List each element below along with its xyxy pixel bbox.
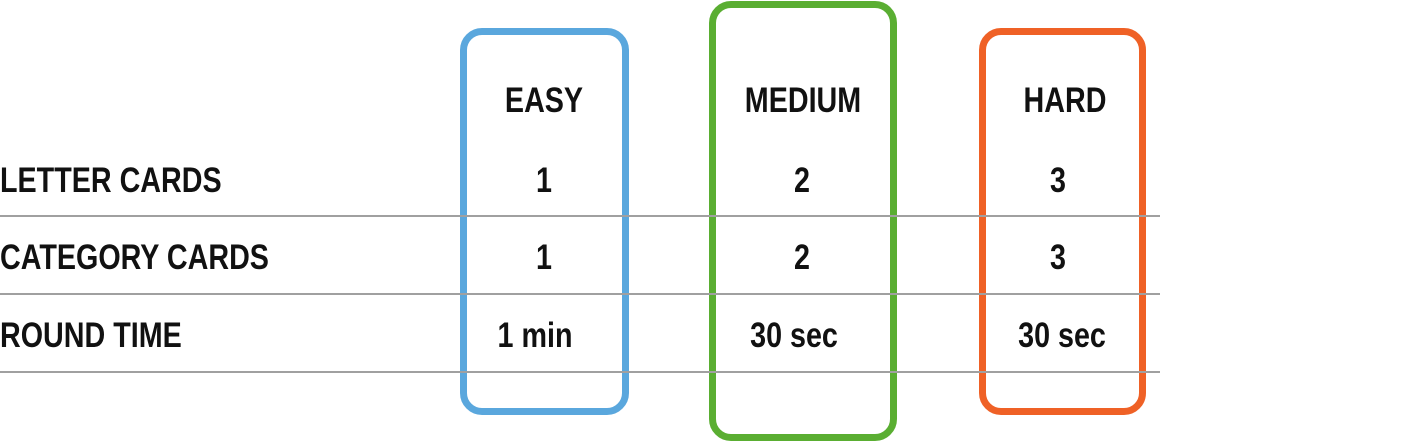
row-label-category-cards: CATEGORY CARDS (0, 238, 269, 277)
row-divider (0, 371, 1160, 373)
row-label-letter-cards: LETTER CARDS (0, 161, 222, 200)
row-label-round-time: ROUND TIME (0, 316, 182, 355)
cell: 1 (536, 161, 552, 200)
cell: 2 (794, 161, 810, 200)
cell: 30 sec (1018, 316, 1106, 355)
cell: 2 (794, 238, 810, 277)
cell: 30 sec (750, 316, 838, 355)
cell: 3 (1050, 161, 1066, 200)
medium-column-frame (709, 1, 897, 441)
hard-column-frame (979, 28, 1146, 415)
header-medium: MEDIUM (744, 81, 862, 120)
header-easy: EASY (504, 81, 584, 120)
header-hard: HARD (1023, 81, 1107, 120)
cell: 1 min (497, 316, 573, 355)
row-divider (0, 215, 1160, 217)
row-divider (0, 293, 1160, 295)
cell: 3 (1050, 238, 1066, 277)
easy-column-frame (460, 28, 629, 415)
cell: 1 (536, 238, 552, 277)
